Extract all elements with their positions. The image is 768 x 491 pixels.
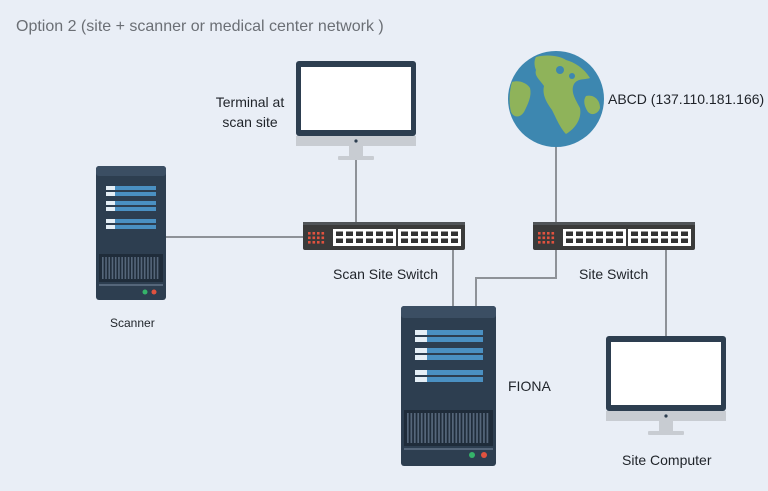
switch-ports — [333, 229, 461, 246]
switch-ports — [563, 229, 691, 246]
scanner-label: Scanner — [110, 316, 155, 330]
fiona-label: FIONA — [508, 378, 551, 394]
diagram-title: Option 2 (site + scanner or medical cent… — [16, 18, 384, 35]
terminal-monitor-icon — [296, 61, 416, 160]
terminal-label-line-2: scan site — [222, 114, 278, 130]
connector-site-switch-fiona — [475, 250, 557, 306]
site-switch-label: Site Switch — [579, 266, 649, 282]
scanner-server-icon — [96, 166, 166, 300]
site-computer-label: Site Computer — [622, 452, 712, 468]
scan-site-switch-icon — [303, 222, 465, 250]
switch-leds — [538, 232, 555, 244]
terminal-label: Terminal at scan site — [208, 92, 292, 132]
globe-label: ABCD (137.110.181.166) — [608, 91, 765, 107]
terminal-label-line-1: Terminal at — [215, 94, 285, 110]
globe-icon — [508, 51, 604, 147]
site-switch-icon — [533, 222, 695, 250]
connectors — [166, 146, 667, 336]
switch-leds — [308, 232, 325, 244]
site-computer-monitor-icon — [606, 336, 726, 435]
fiona-server-icon — [401, 306, 496, 466]
scan-site-switch-label: Scan Site Switch — [333, 266, 439, 282]
